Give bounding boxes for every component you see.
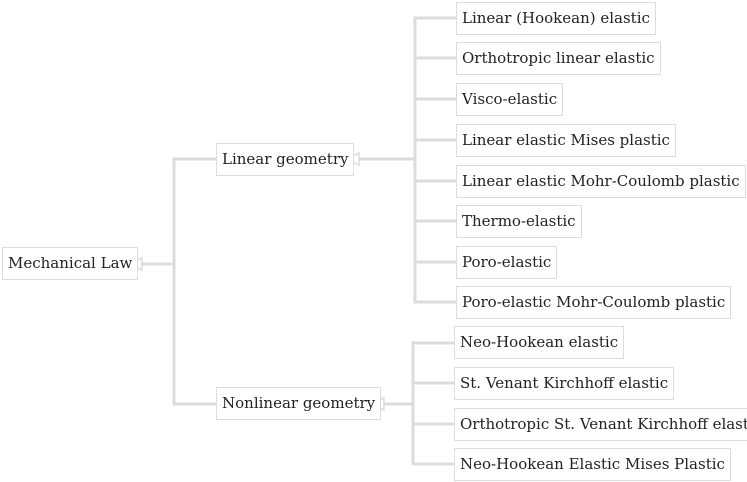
leaf-st-venant-kirchhoff-elastic: St. Venant Kirchhoff elastic [454,367,675,400]
leaf-poro-elastic: Poro-elastic [456,246,558,279]
leaf-neo-hookean-elastic: Neo-Hookean elastic [454,326,625,359]
branch-node-nonlinear-geometry: Nonlinear geometry [216,387,382,420]
leaf-linear-elastic-mohr-coulomb-plastic: Linear elastic Mohr-Coulomb plastic [456,165,746,198]
branch-node-linear-geometry: Linear geometry [216,143,355,176]
leaf-orthotropic-st-venant-kirchhoff-elastic: Orthotropic St. Venant Kirchhoff elastic [454,408,747,441]
leaf-thermo-elastic: Thermo-elastic [456,205,582,238]
leaf-linear-elastic-mises-plastic: Linear elastic Mises plastic [456,124,676,157]
leaf-linear-hookean-elastic: Linear (Hookean) elastic [456,2,656,35]
leaf-neo-hookean-elastic-mises-plastic: Neo-Hookean Elastic Mises Plastic [454,448,731,481]
leaf-poro-elastic-mohr-coulomb-plastic: Poro-elastic Mohr-Coulomb plastic [456,286,732,319]
root-node-mechanical-law: Mechanical Law [2,247,139,280]
leaf-orthotropic-linear-elastic: Orthotropic linear elastic [456,42,661,75]
leaf-visco-elastic: Visco-elastic [456,83,564,116]
